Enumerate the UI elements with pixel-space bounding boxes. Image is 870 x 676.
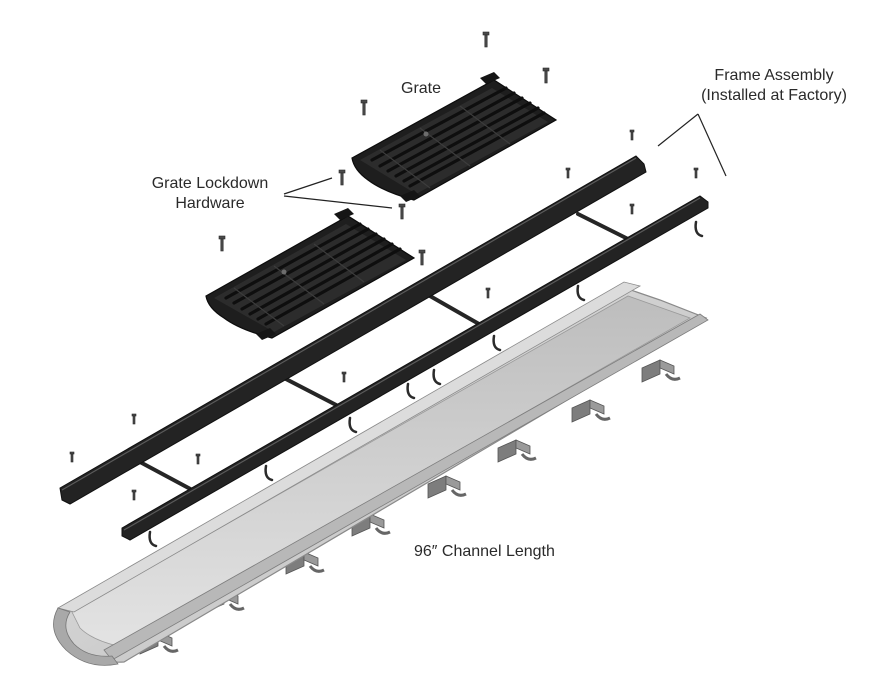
bolt-icon	[338, 169, 346, 186]
label-channel-length: 96″ Channel Length	[414, 543, 555, 560]
frame-assembly	[59, 155, 709, 548]
anchor-bracket-icon	[571, 399, 611, 423]
anchor-bracket-icon	[641, 359, 681, 383]
bolt-icon	[485, 287, 491, 299]
bolts	[69, 31, 699, 501]
bolt-icon	[69, 451, 75, 463]
grate-lower	[205, 208, 416, 340]
hook-icon	[406, 382, 416, 400]
hook-icon	[264, 464, 274, 482]
hook-icon	[432, 368, 442, 386]
hook-icon	[576, 284, 586, 302]
bolt-icon	[398, 203, 406, 220]
bolt-icon	[565, 167, 571, 179]
hook-icon	[348, 416, 358, 434]
bolt-icon	[341, 371, 347, 383]
label-grate-lockdown: Grate Lockdown Hardware	[140, 174, 280, 214]
anchor-bracket-icon	[427, 475, 467, 499]
frame-hooks	[148, 220, 704, 548]
label-lockdown-line1: Grate Lockdown	[151, 175, 269, 192]
hook-icon	[492, 334, 502, 352]
leader-frame-2	[697, 113, 727, 177]
label-frame-line1: Frame Assembly	[714, 67, 834, 84]
bolt-icon	[693, 167, 699, 179]
bolt-icon	[629, 129, 635, 141]
bolt-icon	[482, 31, 490, 48]
label-frame-line2: (Installed at Factory)	[701, 87, 847, 104]
leader-frame-1	[657, 113, 699, 147]
frame-rail-upper	[59, 155, 647, 505]
frame-cross-ties	[138, 212, 632, 494]
bolt-icon	[418, 249, 426, 266]
bolt-icon	[360, 99, 368, 116]
label-grate: Grate	[401, 80, 442, 97]
leader-lockdown-1	[283, 177, 333, 195]
leader-lockdown-2	[283, 195, 393, 209]
frame-rail-lower	[121, 195, 709, 541]
bolt-icon	[131, 413, 137, 425]
leader-lines	[283, 113, 727, 209]
bolt-icon	[218, 235, 226, 252]
hook-icon	[148, 530, 158, 548]
grate-upper	[351, 72, 558, 202]
channel	[53, 281, 709, 666]
anchor-bracket-icon	[497, 439, 537, 463]
hook-icon	[694, 220, 704, 238]
channel-end-cap	[53, 607, 119, 666]
channel-lip-top	[56, 281, 642, 613]
bolt-icon	[629, 203, 635, 215]
label-lockdown-line2: Hardware	[175, 195, 245, 212]
bolt-icon	[131, 489, 137, 501]
channel-inner-trough	[71, 295, 691, 647]
bolt-icon	[542, 67, 550, 84]
bolt-icon	[195, 453, 201, 465]
label-frame-assembly: Frame Assembly (Installed at Factory)	[684, 66, 864, 106]
